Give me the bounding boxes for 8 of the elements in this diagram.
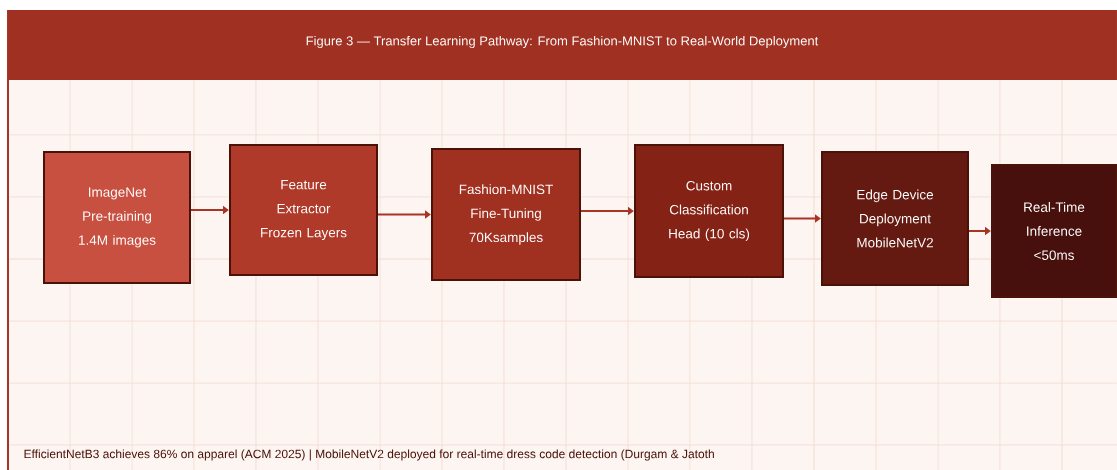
process-box: Real-Time Inference <50ms	[991, 164, 1117, 298]
process-box: Feature Extractor Frozen Layers	[229, 144, 378, 276]
title-banner: Figure 3 — Transfer Learning Pathway: From Fashion-MNIST to Real-World Deployment	[8, 10, 1117, 80]
caption: EfficientNetB3 achieves 86% on apparel (ACM 2025) | MobileNetV2 deployed for real-time dress code detection (Durgam & Jatoth	[24, 449, 714, 461]
process-box: Fashion-MNIST Fine-Tuning 70Ksamples	[431, 148, 581, 281]
process-box: ImageNet Pre-training 1.4M images	[43, 151, 191, 284]
process-box: Edge Device Deployment MobileNetV2	[821, 151, 969, 286]
process-box: Custom Classification Head (10 cls)	[634, 144, 784, 278]
